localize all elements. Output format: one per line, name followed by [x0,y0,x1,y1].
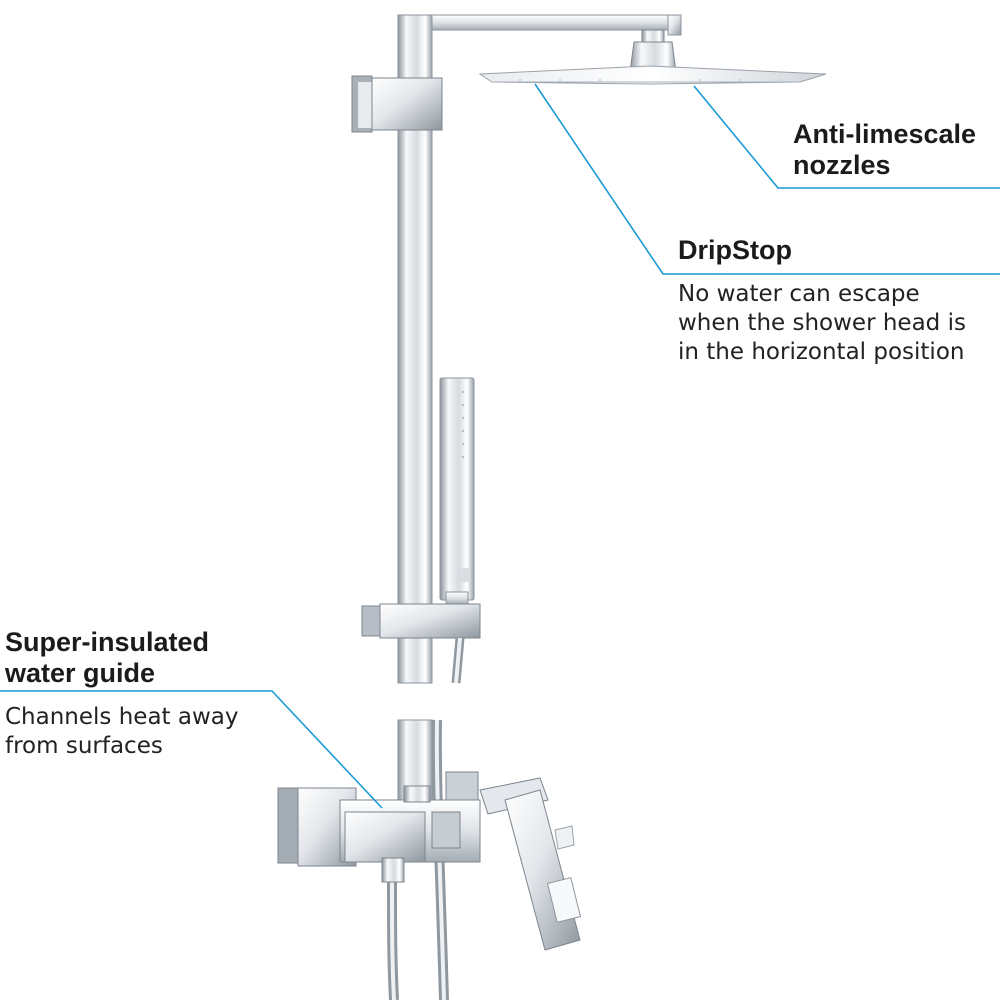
callout-anti-limescale: Anti-limescale nozzles [793,119,1000,181]
mixer-valve [277,771,481,883]
callout-description: Channels heat away from surfaces [5,704,239,759]
callout-title: Super-insulated water guide [5,627,210,688]
mixer-lever [479,777,582,951]
callout-dripstop: DripStop No water can escape when the sh… [678,235,1000,367]
leader-line-dripstop [534,83,1000,275]
callout-description: No water can escape when the shower head… [678,281,966,365]
hand-shower-holder [361,603,481,639]
callout-title: DripStop [678,235,792,265]
wall-bracket-top [351,75,443,133]
leader-line-limescale [693,85,1000,189]
hand-shower [439,377,475,605]
rain-shower-head [478,29,827,85]
leader-line-water-guide [0,690,383,809]
callout-water-guide: Super-insulated water guide Channels hea… [5,627,305,761]
callout-title: Anti-limescale nozzles [793,119,977,180]
leader-lines [0,83,1000,809]
